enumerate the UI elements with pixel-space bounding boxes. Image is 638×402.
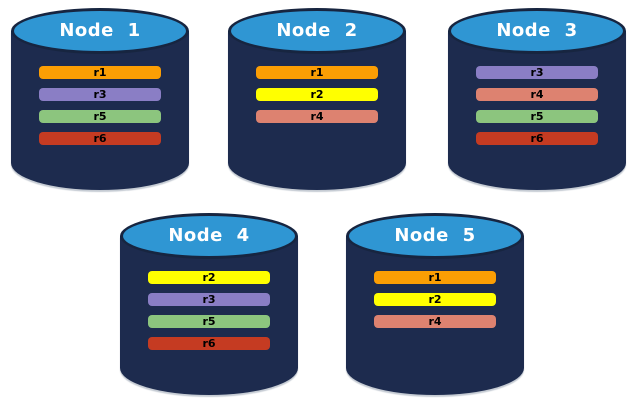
replica-bar: r1 bbox=[256, 66, 378, 79]
replica-list: r1 r3 r5 r6 bbox=[39, 66, 161, 145]
cylinder-top-icon: Node 1 bbox=[11, 8, 189, 54]
database-node: Node 2 r1 r2 r4 bbox=[228, 8, 406, 192]
cylinder-top-icon: Node 3 bbox=[448, 8, 626, 54]
node-title: Node 4 bbox=[168, 224, 250, 246]
replica-bar: r4 bbox=[256, 110, 378, 123]
replica-bar: r4 bbox=[374, 315, 496, 328]
replica-bar: r6 bbox=[476, 132, 598, 145]
replica-list: r1 r2 r4 bbox=[374, 271, 496, 328]
replica-bar: r5 bbox=[39, 110, 161, 123]
replica-bar: r2 bbox=[256, 88, 378, 101]
replica-bar: r5 bbox=[148, 315, 270, 328]
replica-bar: r3 bbox=[148, 293, 270, 306]
cylinder-top-icon: Node 2 bbox=[228, 8, 406, 54]
replica-bar: r1 bbox=[39, 66, 161, 79]
node-title: Node 5 bbox=[394, 224, 476, 246]
replica-bar: r1 bbox=[374, 271, 496, 284]
node-title: Node 3 bbox=[496, 19, 578, 41]
replica-bar: r4 bbox=[476, 88, 598, 101]
replica-bar: r2 bbox=[374, 293, 496, 306]
cylinder-top-icon: Node 5 bbox=[346, 213, 524, 259]
replica-bar: r6 bbox=[39, 132, 161, 145]
node-title: Node 1 bbox=[59, 19, 141, 41]
replica-bar: r3 bbox=[476, 66, 598, 79]
replica-bar: r6 bbox=[148, 337, 270, 350]
replica-list: r1 r2 r4 bbox=[256, 66, 378, 123]
database-node: Node 5 r1 r2 r4 bbox=[346, 213, 524, 397]
replica-bar: r2 bbox=[148, 271, 270, 284]
node-title: Node 2 bbox=[276, 19, 358, 41]
replica-bar: r5 bbox=[476, 110, 598, 123]
database-node: Node 4 r2 r3 r5 r6 bbox=[120, 213, 298, 397]
database-node: Node 1 r1 r3 r5 r6 bbox=[11, 8, 189, 192]
cylinder-top-icon: Node 4 bbox=[120, 213, 298, 259]
replica-list: r3 r4 r5 r6 bbox=[476, 66, 598, 145]
database-node: Node 3 r3 r4 r5 r6 bbox=[448, 8, 626, 192]
replica-bar: r3 bbox=[39, 88, 161, 101]
replica-list: r2 r3 r5 r6 bbox=[148, 271, 270, 350]
